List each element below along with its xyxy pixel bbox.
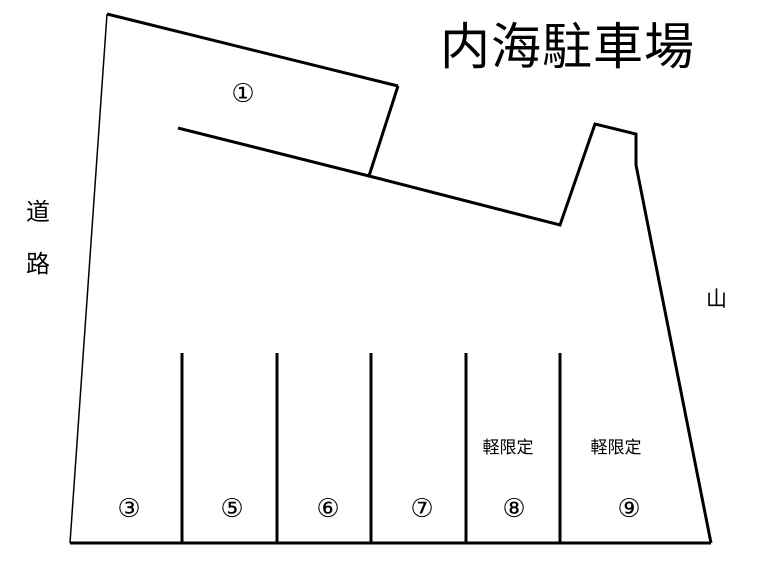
spot-3-number: ③ — [117, 494, 141, 524]
spot-6-number: ⑥ — [316, 494, 340, 524]
spot-5-number: ⑤ — [220, 494, 244, 524]
mountain-label: 山 — [706, 287, 727, 311]
spot-7-number: ⑦ — [410, 494, 434, 524]
spot-9-number: ⑨ — [617, 494, 641, 524]
spot-1-number: ① — [231, 79, 255, 109]
road-boundary-line — [69, 13, 108, 544]
spot-9-kei-only-note: 軽限定 — [590, 438, 642, 458]
inner-and-mountain-boundary — [177, 122, 713, 544]
road-label-char-2: 路 — [26, 250, 50, 278]
spot-8-kei-only-note: 軽限定 — [482, 438, 534, 458]
page-title: 内海駐車場 — [440, 18, 695, 76]
top-boundary-line — [106, 12, 399, 88]
spot-8-number: ⑧ — [502, 494, 526, 524]
spot-1-right-edge — [367, 85, 400, 177]
road-label-char-1: 道 — [26, 198, 50, 226]
